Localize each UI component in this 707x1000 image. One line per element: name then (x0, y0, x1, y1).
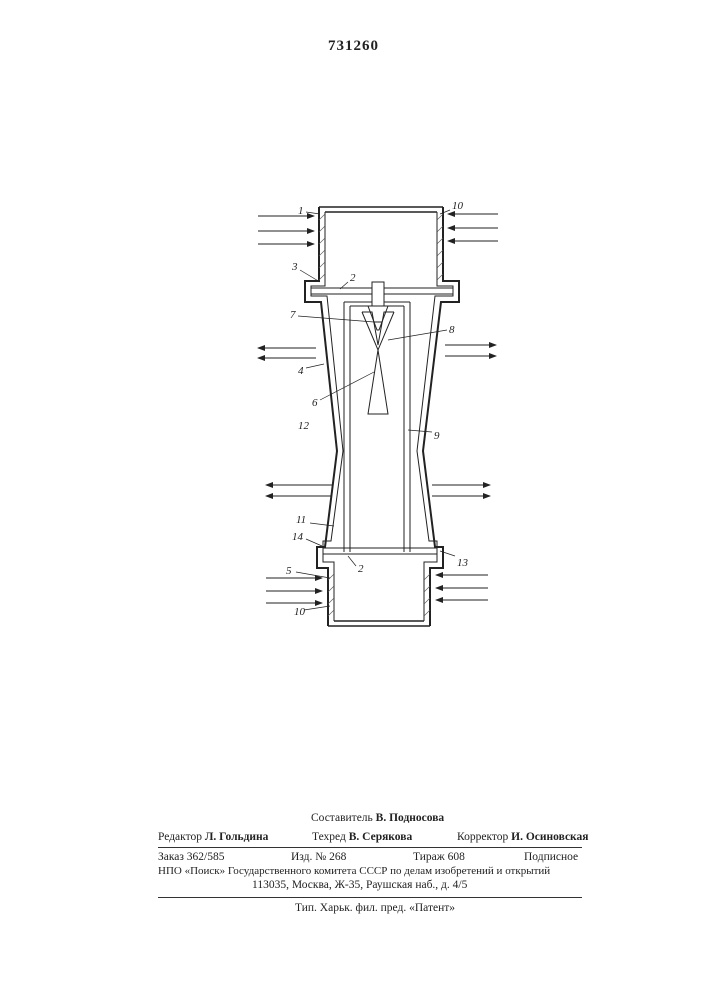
corrector-name: И. Осиновская (511, 831, 588, 843)
editor-line: Редактор Л. Гольдина (158, 831, 268, 843)
compiler-label: Составитель (311, 812, 373, 824)
bottom-cap (328, 621, 430, 626)
label-11: 11 (296, 514, 306, 526)
corrector-label: Корректор (457, 831, 508, 843)
edition-number: Изд. № 268 (291, 851, 346, 863)
editor-label: Редактор (158, 831, 202, 843)
technical-drawing: 1 10 3 2 7 8 4 6 12 9 11 14 5 2 13 10 (0, 0, 707, 700)
corrector-line: Корректор И. Осиновская (457, 831, 588, 843)
label-10-top: 10 (452, 200, 464, 212)
printer-line: Тип. Харьк. фил. пред. «Патент» (295, 902, 455, 914)
org-line: НПО «Поиск» Государственного комитета СС… (158, 865, 550, 877)
label-3: 3 (291, 261, 298, 273)
label-9: 9 (434, 430, 440, 442)
editor-name: Л. Гольдина (205, 831, 269, 843)
nozzle-stem (372, 282, 384, 306)
label-12: 12 (298, 420, 310, 432)
label-5: 5 (286, 565, 292, 577)
print-run: Тираж 608 (413, 851, 465, 863)
label-4: 4 (298, 365, 304, 377)
techred-name: В. Серякова (349, 831, 413, 843)
label-2-top: 2 (350, 272, 356, 284)
order-number: Заказ 362/585 (158, 851, 225, 863)
compiler-line: Составитель В. Подносова (311, 812, 444, 824)
inner-wall-right (417, 212, 453, 621)
bottom-plate (323, 548, 437, 554)
label-6: 6 (312, 397, 318, 409)
diffuser-cone (368, 350, 388, 414)
inner-wall-left (311, 212, 343, 621)
top-cap (319, 207, 443, 212)
label-10-bottom: 10 (294, 606, 306, 618)
techred-line: Техред В. Серякова (312, 831, 412, 843)
divider-1 (158, 847, 582, 848)
label-14: 14 (292, 531, 304, 543)
label-2-bottom: 2 (358, 563, 364, 575)
label-1: 1 (298, 205, 304, 217)
address-line: 113035, Москва, Ж-35, Раушская наб., д. … (252, 879, 467, 891)
body-outline-right (423, 207, 459, 626)
wall-hatching (319, 214, 443, 616)
body-outline-left (305, 207, 337, 626)
label-7: 7 (290, 309, 296, 321)
label-8: 8 (449, 324, 455, 336)
label-13: 13 (457, 557, 469, 569)
divider-2 (158, 897, 582, 898)
nozzle (368, 306, 388, 322)
compiler-name: В. Подносова (376, 812, 445, 824)
techred-label: Техред (312, 831, 346, 843)
subscription: Подписное (524, 851, 578, 863)
